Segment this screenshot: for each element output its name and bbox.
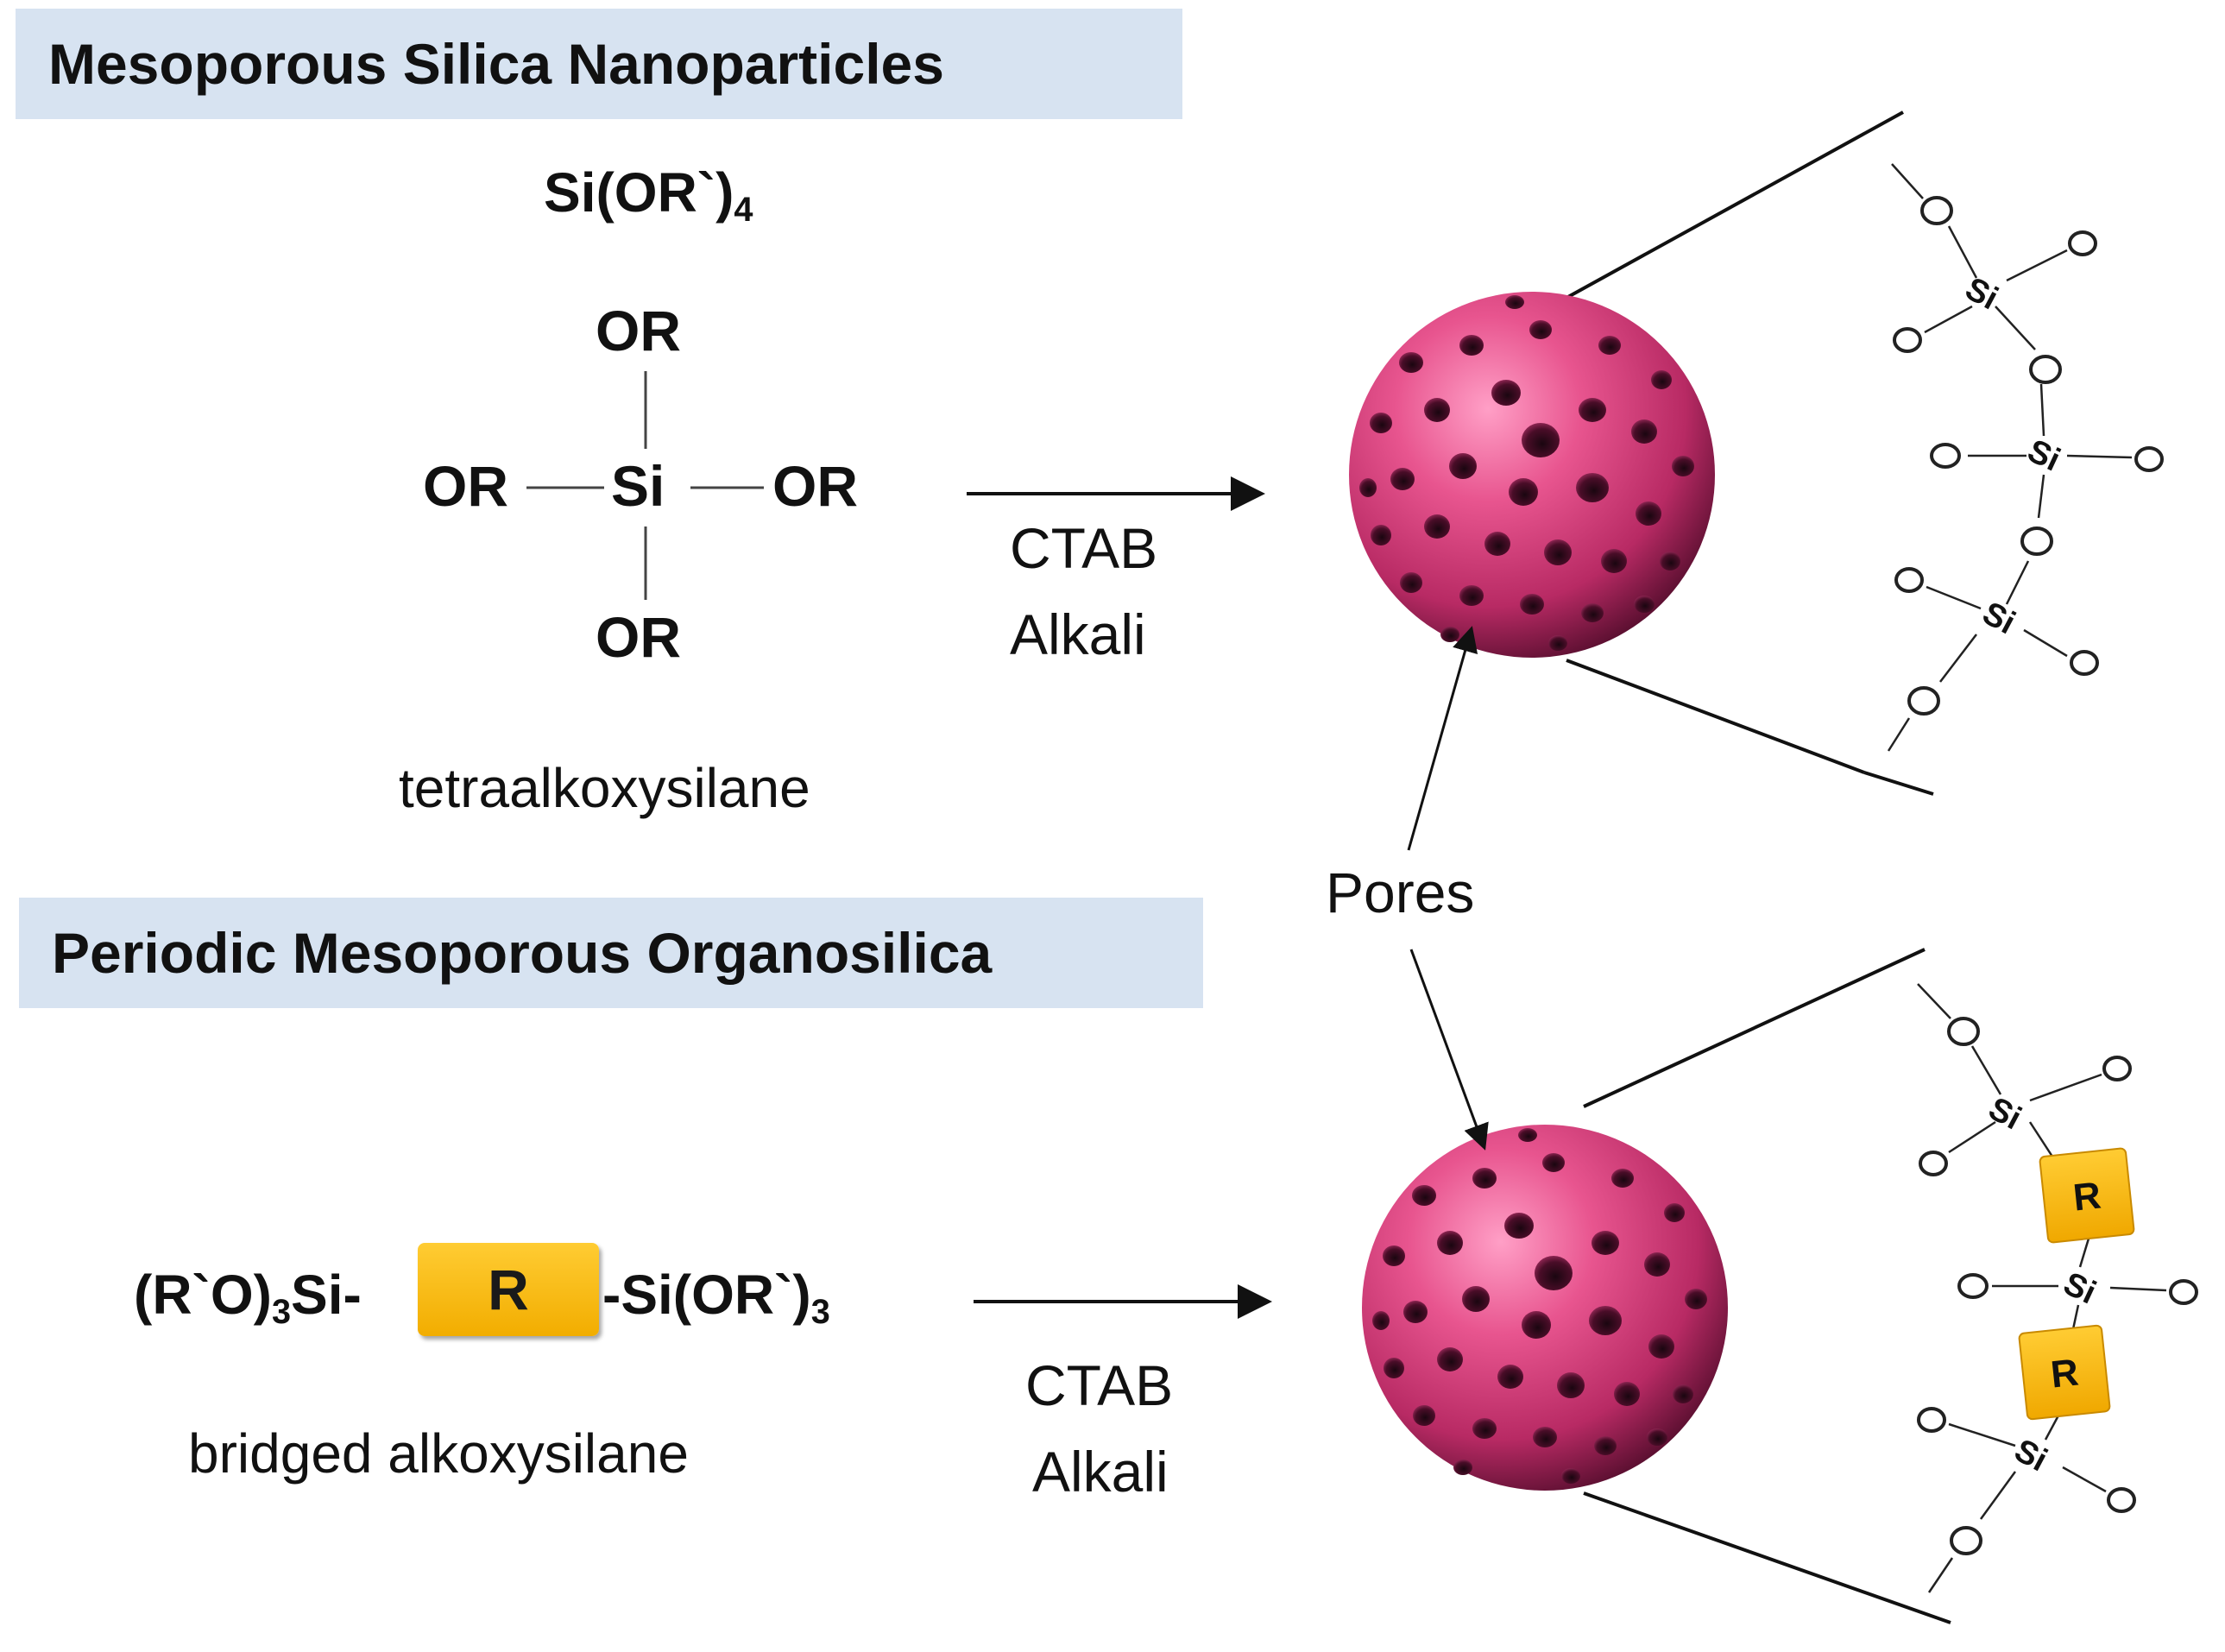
pores-arrow-top <box>1407 626 1478 851</box>
bridged-left-part: (R`O) <box>134 1264 272 1326</box>
substituent-bottom: OR <box>596 605 681 669</box>
msn-section-header: Mesoporous Silica Nanoparticles <box>16 9 1182 119</box>
bridged-formula-right: -Si(OR`)3 <box>602 1263 830 1332</box>
oxygen-atom <box>1950 1526 1982 1555</box>
oxygen-atom <box>1907 686 1940 716</box>
bridged-alkoxysilane-label: bridged alkoxysilane <box>188 1422 689 1485</box>
bridged-right-subscript: 3 <box>810 1293 830 1332</box>
organosilica-network-bottom <box>1917 983 2167 1593</box>
nanoparticle-sphere-top <box>1349 292 1715 658</box>
formula-subscript: 4 <box>734 191 753 230</box>
zoom-line-top-lower-end <box>1863 771 1934 796</box>
zoom-line-top-lower <box>1566 659 1865 774</box>
oxygen-atom <box>1919 1151 1948 1176</box>
formula-main: Si(OR`) <box>544 161 734 224</box>
organic-unit-label: R <box>2049 1351 2081 1396</box>
zoom-line-top-upper <box>1566 110 1904 300</box>
condition-bottom: Alkali <box>1032 1440 1169 1504</box>
reagent-bottom: CTAB <box>1025 1353 1174 1417</box>
organic-bridge-unit: R <box>2039 1147 2135 1244</box>
pores-arrow-bottom <box>1409 949 1489 1151</box>
oxygen-atom <box>1894 567 1924 593</box>
bridged-left-suffix: Si- <box>291 1264 362 1326</box>
oxygen-atom <box>2068 230 2097 256</box>
silica-network-top <box>1887 163 2133 752</box>
pmo-section-title: Periodic Mesoporous Organosilica <box>52 921 993 985</box>
condition-top: Alkali <box>1010 602 1146 666</box>
zoom-line-bottom-upper <box>1583 948 1926 1108</box>
silica-network-top-atoms <box>1893 196 2164 716</box>
substituent-left: OR <box>423 454 508 518</box>
silicon-atom: Si <box>1976 595 2020 641</box>
tetraalkoxysilane-label: tetraalkoxysilane <box>399 757 810 819</box>
oxygen-atom <box>2029 355 2062 384</box>
oxygen-atom <box>1920 196 1953 225</box>
oxygen-atom <box>2070 650 2099 676</box>
oxygen-atom <box>2102 1056 2132 1081</box>
oxygen-atom <box>1930 443 1961 469</box>
organic-bridge-label: R <box>488 1258 529 1321</box>
bridged-formula-left: (R`O)3Si- <box>134 1263 362 1332</box>
bridged-left-subscript: 3 <box>271 1293 292 1332</box>
oxygen-atom <box>2134 446 2164 472</box>
oxygen-atom <box>1917 1407 1946 1433</box>
nanoparticle-sphere-bottom <box>1362 1125 1728 1491</box>
organosilica-network-bottom-atoms <box>1917 1017 2198 1555</box>
silicon-center: Si <box>611 454 665 518</box>
organic-bridge-unit: R <box>2018 1324 2111 1421</box>
oxygen-atom <box>1947 1017 1980 1046</box>
organic-bridge-box: R <box>418 1243 599 1336</box>
pores-label: Pores <box>1326 861 1475 924</box>
organic-unit-label: R <box>2071 1174 2103 1219</box>
oxygen-atom <box>2169 1279 2198 1305</box>
oxygen-atom <box>1957 1273 1989 1299</box>
pmo-section-header: Periodic Mesoporous Organosilica <box>19 898 1203 1008</box>
bridged-right-part: -Si(OR`) <box>602 1264 811 1326</box>
msn-section-title: Mesoporous Silica Nanoparticles <box>48 32 944 96</box>
silicon-atom: Si <box>1982 1090 2026 1137</box>
substituent-top: OR <box>596 299 681 363</box>
organic-bridge-units: R R <box>2018 1147 2135 1421</box>
silicon-atom: Si <box>2022 432 2065 478</box>
oxygen-atom <box>2020 526 2053 556</box>
substituent-right: OR <box>772 454 858 518</box>
silicon-atom: Si <box>2058 1265 2101 1311</box>
oxygen-atom <box>1893 327 1922 353</box>
reagent-top: CTAB <box>1010 516 1158 580</box>
zoom-line-bottom-lower <box>1583 1491 1951 1624</box>
oxygen-atom <box>2107 1487 2136 1513</box>
organosilica-network-bottom-si: Si Si Si <box>1982 1090 2102 1479</box>
tetraalkoxysilane-formula: Si(OR`)4 <box>544 161 753 230</box>
